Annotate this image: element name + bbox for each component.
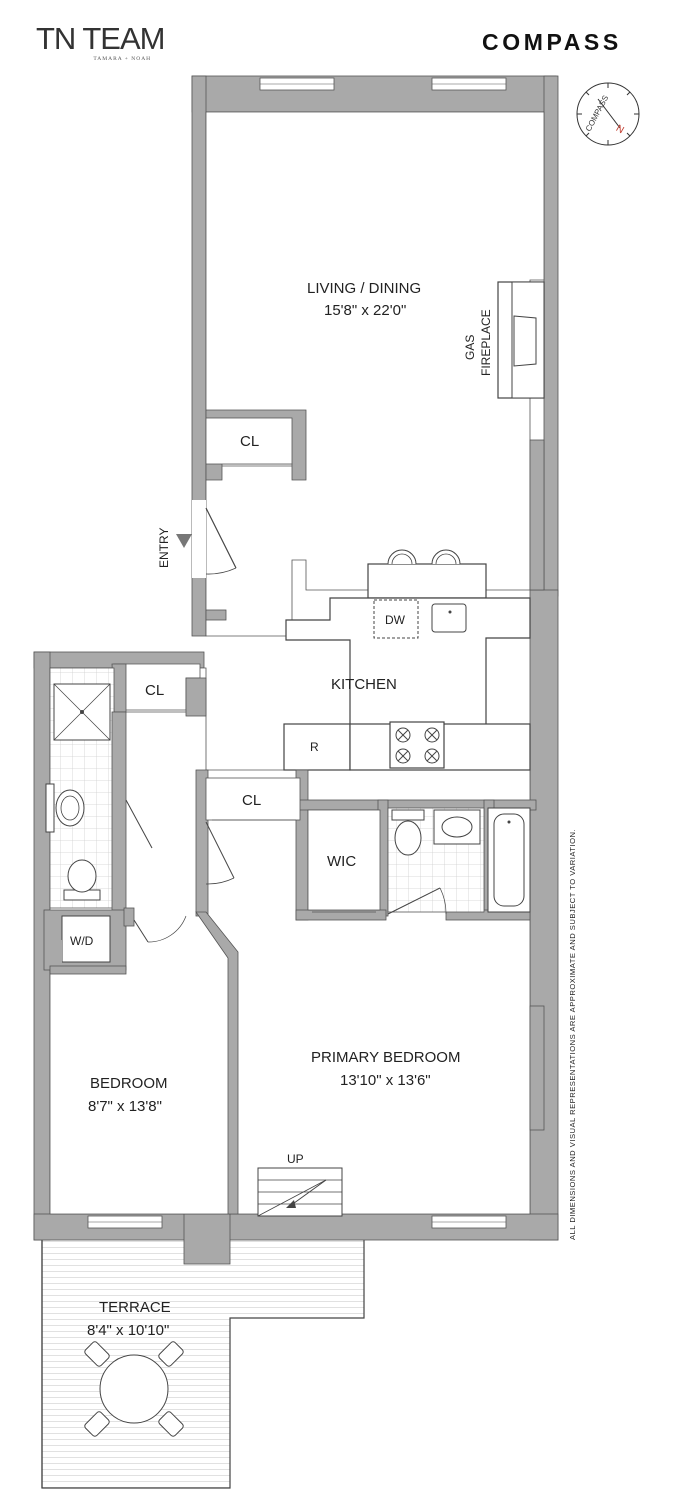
primary-hall-closet [205,777,301,885]
living-room-floor [205,111,545,637]
fireplace-label-gas: GAS [463,335,477,360]
kitchen-counters [283,549,531,771]
team-subtitle: TAMARA + NOAH [93,56,152,62]
disclaimer-text: ALL DIMENSIONS AND VISUAL REPRESENTATION… [568,828,577,1240]
walk-in-closet [307,809,381,911]
primary-bedroom-size: 13'10" x 13'6" [340,1072,431,1089]
north-label: N [614,123,626,136]
washer-dryer-label: W/D [70,934,94,948]
bedroom-doors [133,915,187,943]
primary-bedroom-label: PRIMARY BEDROOM [311,1049,460,1066]
refrigerator-label: R [310,740,319,754]
primary-bathroom [387,807,531,915]
compass-label: COMPASS [584,94,610,133]
wic-label: WIC [327,853,356,870]
gas-fireplace-icon [497,281,545,399]
team-logo: TN TEAM TAMARA + NOAH [36,21,165,63]
stairs-label: UP [287,1152,304,1166]
washer-dryer [43,909,127,971]
kitchen-label: KITCHEN [331,676,397,693]
stairs-icon [257,1167,343,1217]
entry-label: ENTRY [157,528,171,568]
terrace-size: 8'4" x 10'10" [87,1322,169,1339]
dishwasher-label: DW [385,613,406,627]
right-wall-pier [529,439,545,591]
bedroom-label: BEDROOM [90,1075,168,1092]
team-name: TN TEAM [36,21,165,56]
living-closet [205,409,307,481]
terrace-table-icon [84,1341,184,1437]
closet-label-primary: CL [242,792,261,809]
entry-door [192,500,237,621]
hall-bathroom [45,667,153,913]
entry-arrow-icon [176,534,192,548]
compass-rose-icon: COMPASS N [576,82,640,146]
living-room-label: LIVING / DINING [307,280,421,297]
terrace-label: TERRACE [99,1299,171,1316]
bedroom-size: 8'7" x 13'8" [88,1098,162,1115]
brokerage-logo: COMPASS [482,29,622,55]
living-room-size: 15'8" x 22'0" [324,302,406,319]
closet-label-living: CL [240,433,259,450]
fireplace-label-fireplace: FIREPLACE [479,309,493,376]
windows [87,77,507,1229]
terrace [41,1235,365,1489]
closet-label-hall: CL [145,682,164,699]
